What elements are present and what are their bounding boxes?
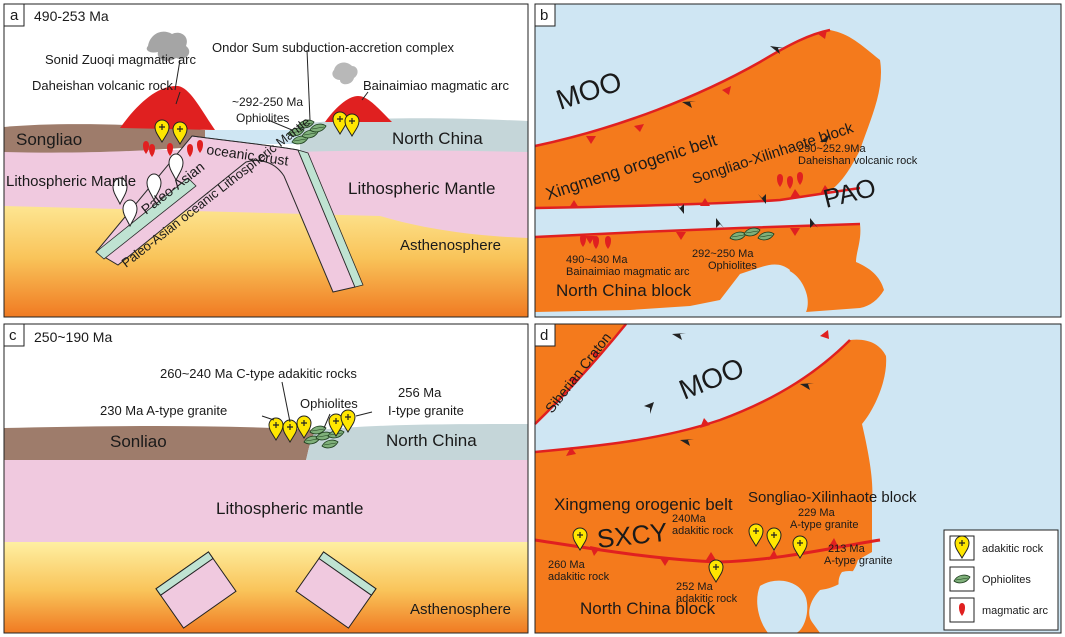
- bainaimiao-label: Bainaimiao magmatic arc: [363, 78, 509, 93]
- leader-lines-a: [174, 49, 369, 131]
- xingmeng-block-d: [535, 339, 887, 540]
- bainaimiao-name-b: Bainaimiao magmatic arc: [566, 266, 690, 278]
- bainaimiao-age-b: 490~430 Ma: [566, 254, 628, 266]
- daheishan-name-b: Daheishan volcanic rock: [798, 155, 918, 167]
- leader-lines-c: [261, 381, 373, 429]
- atype-granite-label-c: 230 Ma A-type granite: [100, 403, 227, 418]
- lithospheric-mantle-label-c: Lithospheric mantle: [216, 499, 363, 518]
- ondor-sum-label: Ondor Sum subduction-accretion complex: [212, 40, 455, 55]
- subduction-teeth-b: [569, 30, 830, 244]
- granite-229-label: A-type granite: [790, 519, 858, 531]
- ophiolite-label-a: Ophiolites: [236, 111, 289, 125]
- adakitic-260-label: adakitic rock: [548, 571, 610, 583]
- panel-b-letter: b: [540, 7, 548, 24]
- legend-ophiolite-label: Ophiolites: [982, 574, 1031, 586]
- ophiolite-label-c: Ophiolites: [300, 396, 358, 411]
- lithospheric-mantle-right: Lithospheric Mantle: [348, 179, 495, 198]
- adakitic-252-age: 252 Ma: [676, 581, 714, 593]
- north-china-crust-c: [306, 424, 528, 460]
- panel-a-letter-box: [3, 3, 25, 27]
- asthenosphere-layer-c: [4, 538, 528, 633]
- adakitic-240-age: 240Ma: [672, 513, 707, 525]
- moo-upper-line-d: [534, 323, 627, 425]
- lithospheric-mantle-layer: [4, 150, 528, 238]
- oceanic-crust-band: [191, 135, 364, 288]
- lithospheric-mantle-layer-c: [4, 452, 528, 542]
- asthenosphere-label-a: Asthenosphere: [400, 237, 501, 254]
- subduction-line-b-upper: [534, 28, 831, 148]
- motion-arrows-b: [676, 46, 830, 228]
- granite-213-age: 213 Ma: [828, 543, 866, 555]
- north-china-label-a: North China: [392, 129, 483, 148]
- legend-magmatic-label: magmatic arc: [982, 605, 1049, 617]
- ophiolite-age-b: 292~250 Ma: [692, 248, 754, 260]
- songliao-xilinhaote-label-d: Songliao-Xilinhaote block: [748, 489, 917, 506]
- inlet-d-2: [838, 570, 868, 599]
- slab-block-left: [155, 551, 237, 629]
- oceanic-crust-band-left: [95, 177, 197, 260]
- motion-arrows-d: [644, 333, 814, 446]
- subduction-line-b-lower: [534, 222, 861, 239]
- daheishan-age-b: 290~252.9Ma: [798, 143, 866, 155]
- north-china-label-c: North China: [386, 431, 477, 450]
- panel-a-letter: a: [10, 7, 19, 24]
- sxcy-label: SXCY: [595, 517, 669, 554]
- granite-213-label: A-type granite: [824, 555, 892, 567]
- itype-granite-label: I-type granite: [388, 403, 464, 418]
- inlet-d-1: [757, 580, 808, 633]
- asthenosphere-label-c: Asthenosphere: [410, 601, 511, 618]
- daheishan-volcano: [120, 85, 215, 130]
- songliao-crust: [4, 124, 205, 153]
- xingmeng-block-b: [535, 30, 881, 208]
- adakitic-252-label: adakitic rock: [676, 593, 738, 605]
- panel-b: b MOO PAO Xingmeng orogenic belt Songlia…: [534, 3, 1062, 318]
- itype-age-label: 256 Ma: [398, 385, 442, 400]
- panel-c-age: 250~190 Ma: [34, 329, 112, 345]
- subduction-teeth-d: [566, 330, 838, 566]
- panel-d: d Siberian Craton MOO Xingmeng orogenic …: [534, 323, 1062, 634]
- moo-lower-line-d: [534, 339, 851, 454]
- sonliao-crust: [4, 426, 316, 460]
- adakitic-240-label: adakitic rock: [672, 525, 734, 537]
- panel-a-age: 490-253 Ma: [34, 8, 109, 24]
- panel-a: a 490-253 Ma Sonid Zuoqi magmatic arc On…: [3, 3, 529, 318]
- ctype-adakitic-label: 260~240 Ma C-type adakitic rocks: [160, 366, 357, 381]
- siberian-craton: [535, 324, 626, 424]
- ophiolite-name-b: Ophiolites: [708, 260, 757, 272]
- smoke-cloud-a: [146, 31, 190, 61]
- lithospheric-mantle-left: Lithospheric Mantle: [6, 173, 136, 190]
- north-china-block-label-d: North China block: [580, 599, 716, 618]
- granite-229-age: 229 Ma: [798, 507, 836, 519]
- panel-d-letter: d: [540, 327, 548, 344]
- panel-c: c 250~190 Ma 260~240 Ma C-type adakitic …: [3, 323, 529, 634]
- adakitic-260-age: 260 Ma: [548, 559, 586, 571]
- slab-block-right: [295, 551, 377, 629]
- sonid-zuoqi-label: Sonid Zuoqi magmatic arc: [45, 52, 197, 67]
- north-china-block-label-b: North China block: [556, 281, 692, 300]
- legend-adakitic-label: adakitic rock: [982, 543, 1044, 555]
- pao-inlet: [763, 268, 808, 312]
- songliao-label: Songliao: [16, 130, 82, 149]
- smoke-cloud-b: [332, 62, 358, 85]
- panel-c-letter: c: [9, 327, 17, 344]
- xingmeng-label-d: Xingmeng orogenic belt: [554, 495, 733, 514]
- sonliao-label: Sonliao: [110, 432, 167, 451]
- legend: adakitic rock Ophiolites magmatic arc: [943, 529, 1059, 631]
- daheishan-label: Daheishan volcanic rock: [32, 78, 173, 93]
- ophiolite-age-a: ~292-250 Ma: [232, 95, 303, 109]
